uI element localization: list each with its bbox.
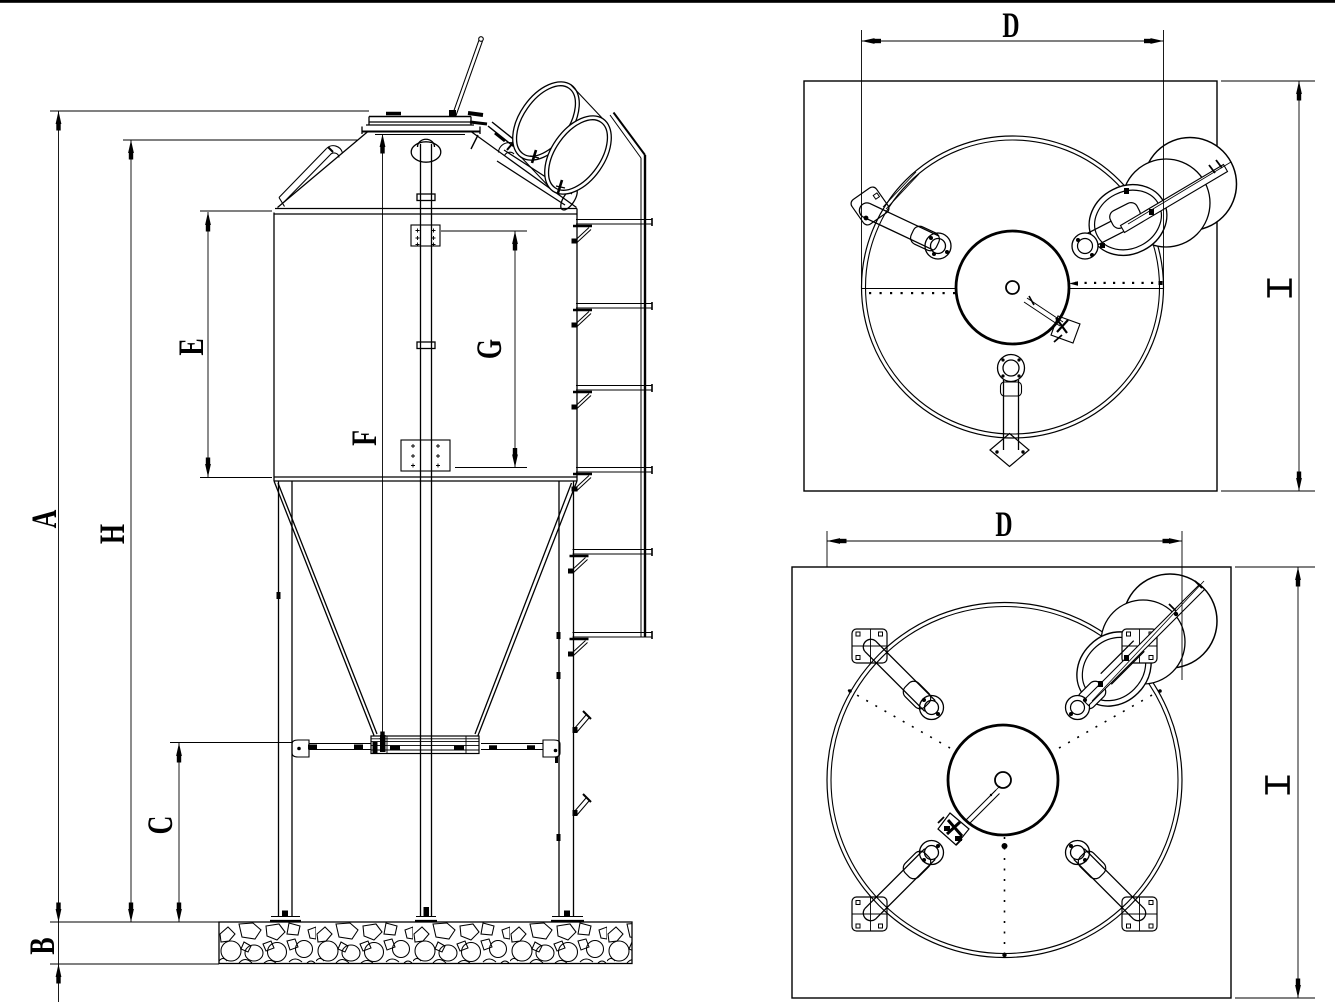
svg-text:E: E: [171, 338, 211, 355]
svg-text:B: B: [22, 937, 62, 954]
svg-text:H: H: [92, 524, 132, 544]
svg-text:D: D: [1002, 5, 1019, 45]
svg-text:D: D: [995, 504, 1012, 544]
svg-text:G: G: [469, 339, 509, 359]
svg-text:F: F: [344, 430, 384, 446]
svg-text:A: A: [24, 509, 64, 528]
svg-text:C: C: [140, 816, 180, 835]
